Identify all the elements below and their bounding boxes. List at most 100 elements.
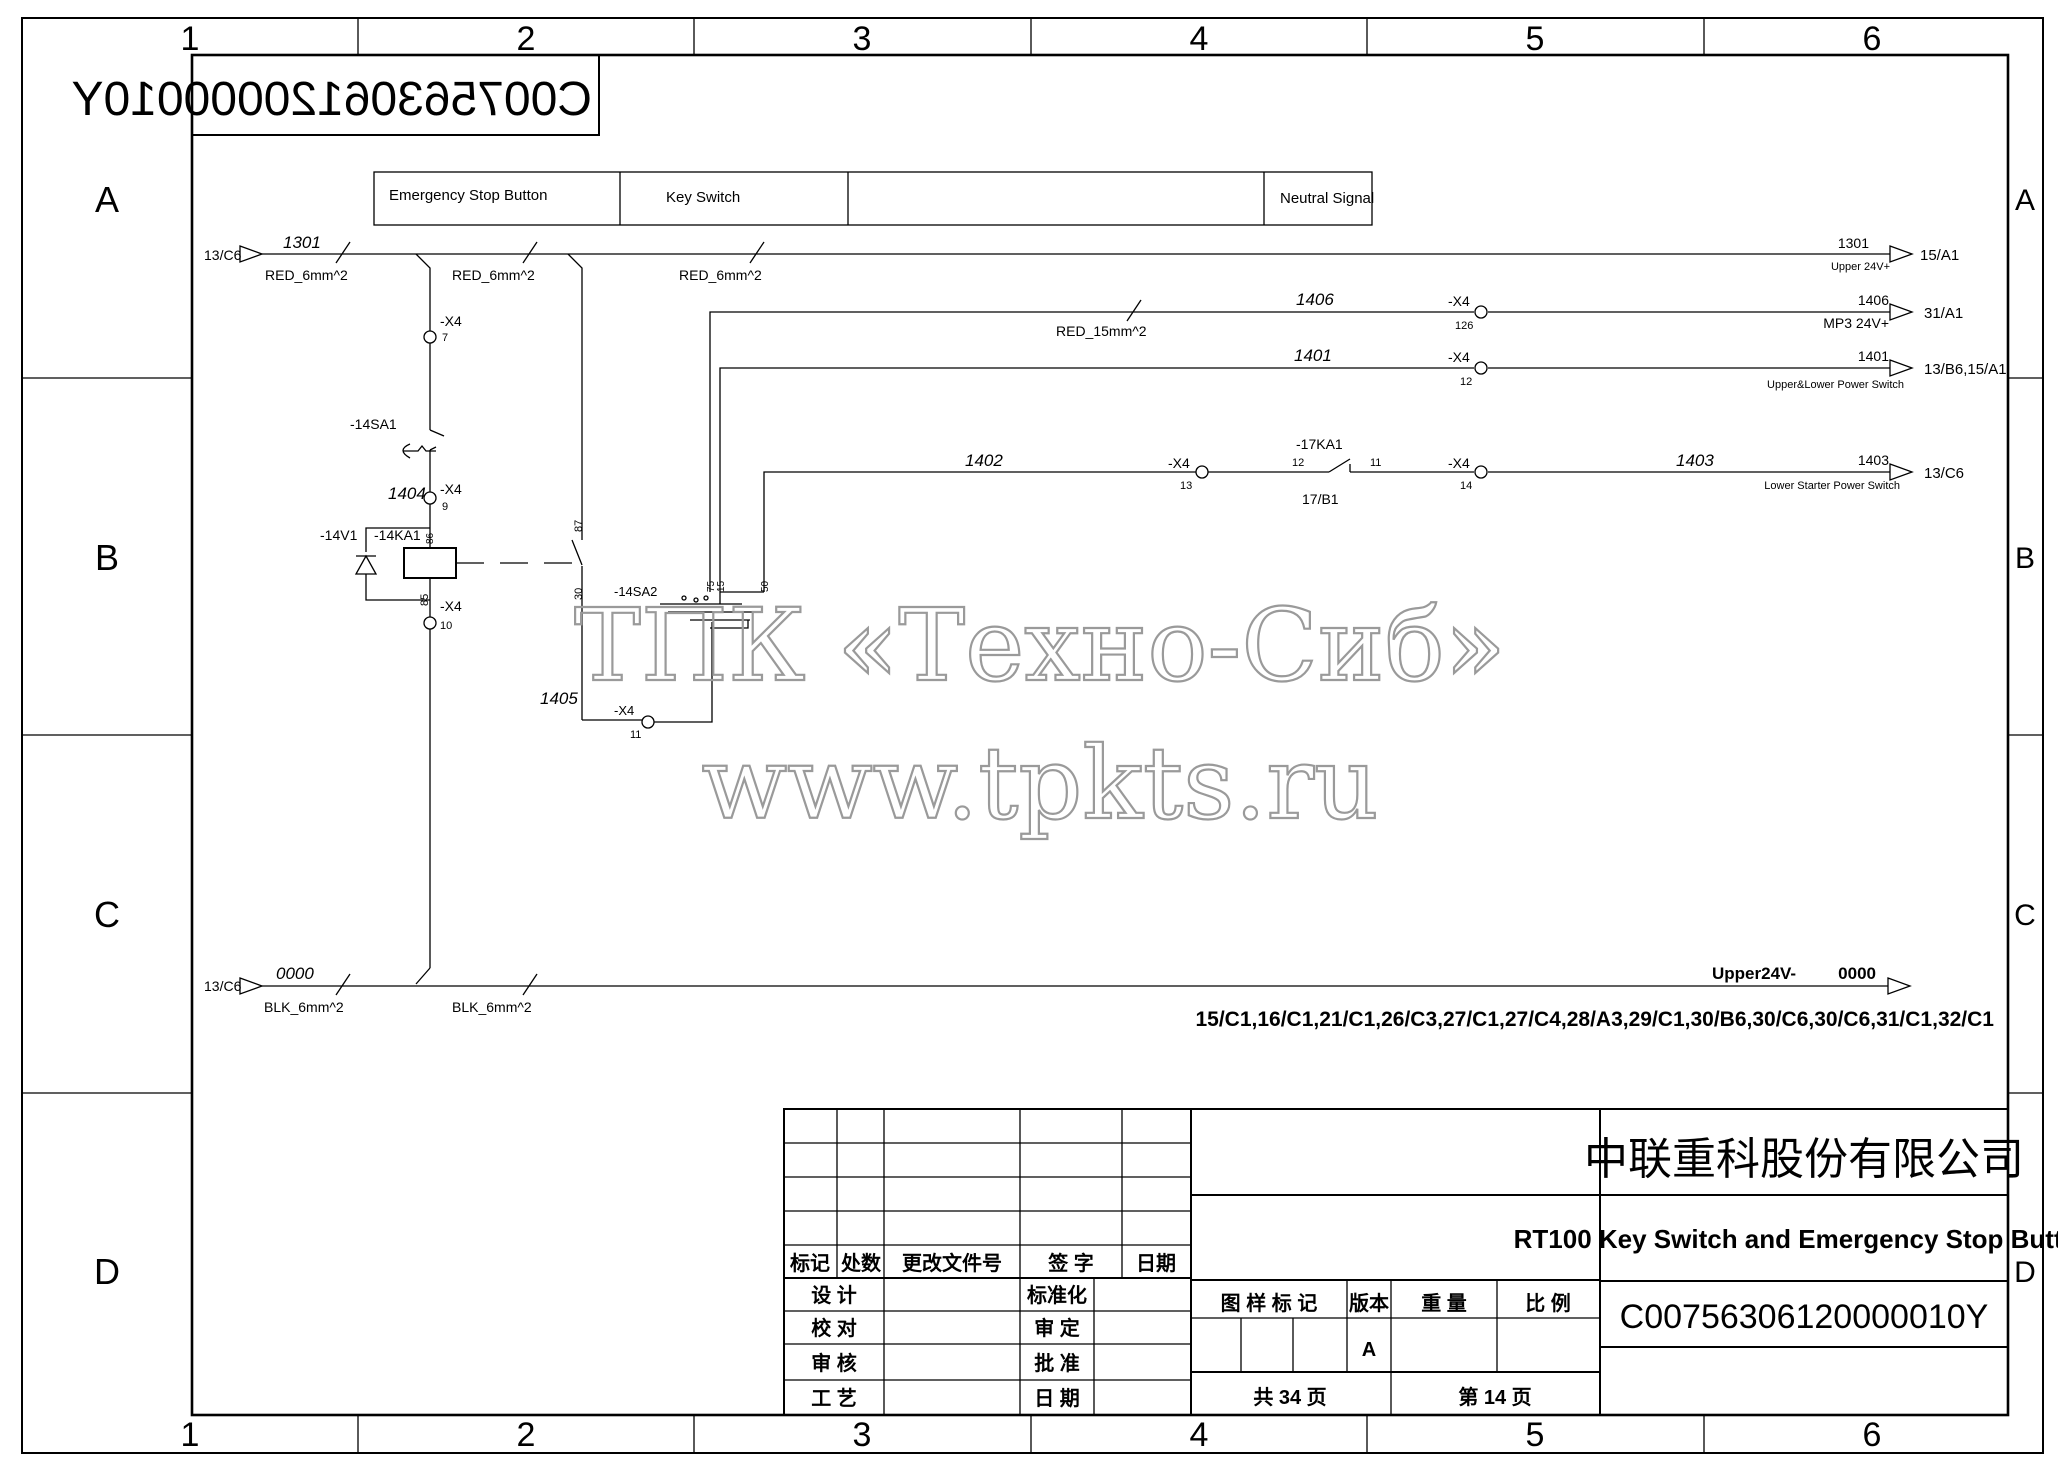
diode-label: -14V1 [320,527,358,543]
row-label: B [2015,542,2035,575]
pin: 14 [1460,480,1472,492]
right-number: 1406 [1858,292,1889,308]
rev-header: 签 字 [1047,1251,1094,1275]
drawing-number: C00756306120000010Y [1620,1298,1989,1336]
pin: 9 [442,501,448,513]
right-number: 1301 [1838,235,1869,251]
right-ref: 13/B6,15/A1 [1924,361,2007,378]
pin: 11 [630,729,641,741]
sign-label: 设 计 [811,1284,857,1307]
relay-ref: 17/B1 [1302,491,1339,507]
col-label: 5 [1526,1416,1545,1454]
wire-number: 0000 [276,964,314,983]
col-label: 2 [517,1416,536,1454]
relay-pin: 12 [1292,457,1304,469]
switch-label: -14SA2 [614,584,657,599]
relay-pin: 11 [1370,457,1381,469]
row-label: C [2014,899,2036,932]
mirrored-code-box: C00756306120000010Y [72,54,600,136]
wire-number: 1406 [1296,290,1334,309]
key-switch-branch: 87 30 1405 -X4 11 -14SA2 75 15 50 [540,253,771,741]
right-desc: MP3 24V+ [1823,315,1889,331]
switch-pin: 15 [716,580,727,592]
terminal: -X4 [440,313,462,329]
col-label: 2 [517,20,536,58]
column-labels-top: 1 2 3 4 5 6 [181,20,1882,58]
relay-label: -14KA1 [374,527,421,543]
pin: 10 [440,620,452,632]
switch-pin: 50 [760,580,771,592]
right-ref: 15/A1 [1920,247,1959,264]
cross-refs: 15/C1,16/C1,21/C1,26/C3,27/C1,27/C4,28/A… [1195,1008,1994,1031]
wire-1401: 1401 -X4 12 1401 Upper&Lower Power Switc… [719,346,2007,592]
rev-header: 处数 [840,1251,882,1275]
right-desc: Upper 24V+ [1831,261,1890,273]
total-pages: 共 34 页 [1253,1386,1326,1409]
sign-label: 工 艺 [811,1387,857,1410]
terminal: -X4 [1168,455,1190,471]
right-number: 0000 [1838,964,1876,983]
watermark-line2: www.tpkts.ru [701,725,1378,842]
pin: 12 [1460,376,1472,388]
right-number: 1403 [1858,452,1889,468]
page-number: 第 14 页 [1458,1385,1531,1409]
attr-header: 重 量 [1421,1292,1467,1315]
row-label: C [94,894,120,935]
watermark-line1: ТПК «Техно-Сиб» [574,587,1506,704]
right-ref: 31/A1 [1924,305,1963,322]
drawing-title: RT100 Key Switch and Emergency Stop Butt… [1514,1224,2058,1254]
right-desc: Upper&Lower Power Switch [1767,379,1904,391]
row-label: D [2014,1256,2036,1289]
col-label: 3 [853,1416,872,1454]
wire-0000: 13/C6 0000 BLK_6mm^2 BLK_6mm^2 Upper24V-… [204,964,1994,1031]
emergency-stop-branch: -X4 7 -14SA1 -X4 9 1404 -14KA1 86 85 -X4… [320,253,572,985]
switch-pin: 75 [706,580,717,592]
terminal: -X4 [1448,293,1470,309]
sign-label: 标准化 [1027,1283,1087,1307]
wire-spec: RED_6mm^2 [452,267,535,283]
col-label: 4 [1190,20,1209,58]
wire-spec: BLK_6mm^2 [264,999,344,1015]
wire-1402-1403: 1402 -X4 13 -17KA1 12 11 17/B1 -X4 14 14… [763,436,1964,592]
wire-spec: RED_15mm^2 [1056,323,1147,339]
wire-number: 1404 [388,484,426,503]
terminal: -X4 [440,481,462,497]
relay-pin: 86 [425,532,436,544]
attr-header: 版本 [1349,1291,1389,1315]
wire-spec: RED_6mm^2 [679,267,762,283]
wire-number: 1402 [965,451,1003,470]
pin: 126 [1455,320,1473,332]
sign-label: 校 对 [811,1316,857,1340]
row-label: A [2015,184,2035,217]
relay-label: -17KA1 [1296,436,1343,452]
wire-1301: 13/C6 1301 RED_6mm^2 RED_6mm^2 RED_6mm^2… [204,233,1959,283]
wire-1406: 1406 RED_15mm^2 -X4 126 1406 MP3 24V+ 31… [709,290,1963,592]
contact-pin: 30 [573,588,585,600]
sign-label: 日 期 [1034,1387,1080,1410]
left-ref: 13/C6 [204,978,242,994]
right-ref: 13/C6 [1924,465,1964,482]
row-label: D [94,1251,120,1292]
rev-header: 标记 [790,1252,830,1275]
wire-spec: BLK_6mm^2 [452,999,532,1015]
rev-header: 日期 [1136,1252,1176,1275]
wire-number: 1301 [283,233,321,252]
header-emergency-stop: Emergency Stop Button [389,187,547,204]
terminal: -X4 [614,703,634,718]
terminal: -X4 [1448,455,1470,471]
row-labels-left: A B C D [94,179,120,1292]
wire-number: 1403 [1676,451,1714,470]
mirrored-code: C00756306120000010Y [72,73,593,126]
row-labels-right: A B C D [2014,184,2036,1289]
pin: 7 [442,332,448,344]
header-neutral-signal: Neutral Signal [1280,190,1374,207]
contact-pin: 87 [573,520,585,532]
col-label: 4 [1190,1416,1209,1454]
version-value: A [1362,1339,1376,1361]
right-number: 1401 [1858,348,1889,364]
watermark: ТПК «Техно-Сиб» www.tpkts.ru [573,586,1507,843]
wire-number: 1405 [540,689,578,708]
right-desc: Upper24V- [1712,964,1796,983]
header-key-switch: Key Switch [666,189,740,206]
row-label: B [95,537,119,578]
